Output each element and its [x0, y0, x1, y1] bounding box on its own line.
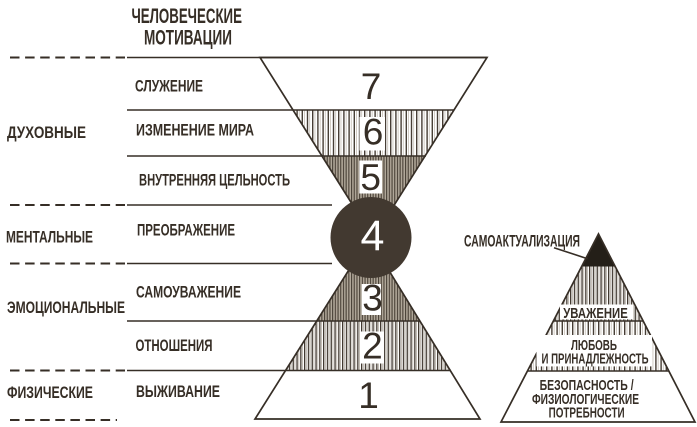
svg-text:ЭМОЦИОНАЛЬНЫЕ: ЭМОЦИОНАЛЬНЫЕ	[7, 299, 125, 317]
svg-text:И ПРИНАДЛЕЖНОСТЬ: И ПРИНАДЛЕЖНОСТЬ	[542, 352, 649, 368]
svg-text:ПОТРЕБНОСТИ: ПОТРЕБНОСТИ	[549, 405, 625, 422]
svg-text:УВАЖЕНИЕ: УВАЖЕНИЕ	[563, 305, 628, 322]
svg-text:САМОАКТУАЛИЗАЦИЯ: САМОАКТУАЛИЗАЦИЯ	[464, 232, 580, 251]
svg-text:1: 1	[358, 375, 379, 416]
svg-text:2: 2	[362, 326, 383, 367]
svg-text:МОТИВАЦИИ: МОТИВАЦИИ	[144, 27, 232, 50]
svg-text:ФИЗИОЛОГИЧЕСКИЕ: ФИЗИОЛОГИЧЕСКИЕ	[532, 391, 639, 408]
svg-text:БЕЗОПАСНОСТЬ /: БЕЗОПАСНОСТЬ /	[540, 377, 635, 394]
svg-text:ОТНОШЕНИЯ: ОТНОШЕНИЯ	[136, 337, 213, 355]
svg-text:3: 3	[362, 278, 383, 319]
svg-text:МЕНТАЛЬНЫЕ: МЕНТАЛЬНЫЕ	[6, 229, 93, 247]
svg-text:ДУХОВНЫЕ: ДУХОВНЫЕ	[7, 124, 86, 142]
svg-text:ВЫЖИВАНИЕ: ВЫЖИВАНИЕ	[136, 383, 220, 401]
svg-text:СЛУЖЕНИЕ: СЛУЖЕНИЕ	[135, 78, 203, 96]
svg-text:ВНУТРЕННЯЯ ЦЕЛЬНОСТЬ: ВНУТРЕННЯЯ ЦЕЛЬНОСТЬ	[139, 172, 290, 190]
svg-text:ИЗМЕНЕНИЕ МИРА: ИЗМЕНЕНИЕ МИРА	[136, 122, 254, 140]
svg-text:ЛЮБОВЬ: ЛЮБОВЬ	[571, 338, 617, 354]
svg-text:ПРЕОБРАЖЕНИЕ: ПРЕОБРАЖЕНИЕ	[137, 222, 235, 240]
svg-text:САМОУВАЖЕНИЕ: САМОУВАЖЕНИЕ	[136, 284, 241, 302]
svg-text:4: 4	[360, 212, 384, 260]
svg-text:ФИЗИЧЕСКИЕ: ФИЗИЧЕСКИЕ	[7, 384, 93, 402]
svg-text:ЧЕЛОВЕЧЕСКИЕ: ЧЕЛОВЕЧЕСКИЕ	[131, 5, 242, 28]
svg-text:6: 6	[363, 112, 384, 153]
svg-text:7: 7	[361, 66, 382, 107]
svg-text:5: 5	[360, 157, 381, 198]
